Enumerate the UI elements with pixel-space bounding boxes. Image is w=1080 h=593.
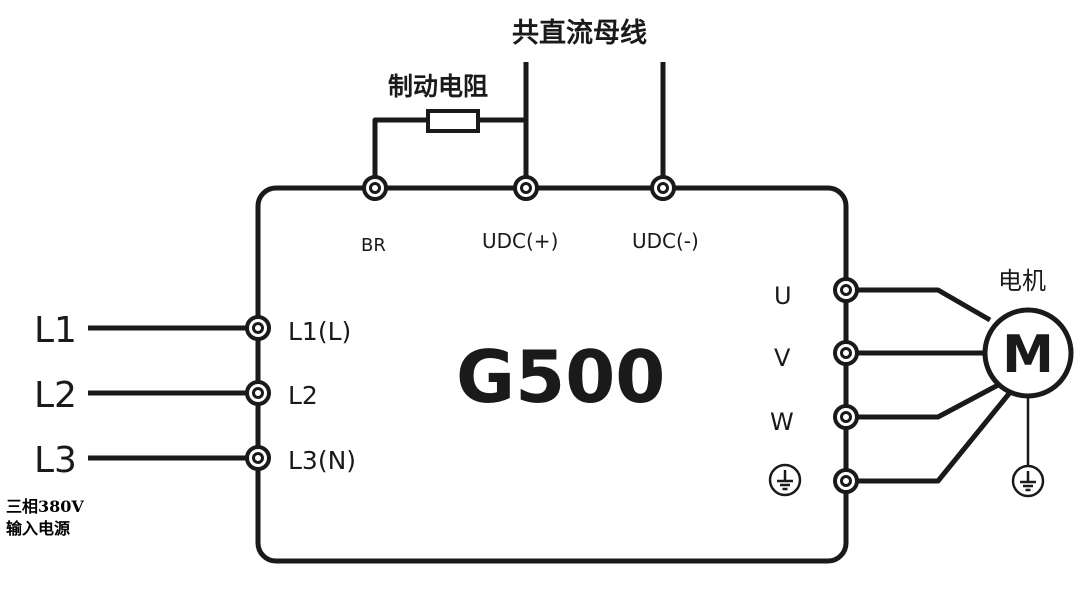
terminal-udc-minus: [650, 175, 676, 201]
terminal-u: [833, 277, 859, 303]
terminal-udc-plus: [513, 175, 539, 201]
output-terminal-u-label: U: [774, 282, 792, 310]
input-line-l3: L3: [34, 440, 77, 481]
terminal-l2: [245, 380, 271, 406]
inverter-body: [255, 185, 849, 564]
motor-label: 电机: [998, 267, 1046, 295]
terminal-pe: [833, 468, 859, 494]
dc-bus-label: 共直流母线: [512, 18, 647, 49]
ground-icon: [768, 463, 802, 497]
terminal-br-label: BR: [361, 235, 386, 256]
brake-resistor-label: 制动电阻: [388, 72, 488, 101]
output-wire-pe: [857, 388, 1014, 484]
output-wire-w: [857, 381, 1002, 420]
terminal-udc-minus-label: UDC(-): [632, 229, 699, 253]
output-terminal-v-label: V: [774, 344, 791, 372]
motor-ground-icon: [1011, 464, 1045, 498]
model-name: G500: [456, 335, 665, 419]
terminal-br: [362, 175, 388, 201]
input-note-line2: 输入电源: [6, 519, 70, 538]
input-terminal-l1-label: L1(L): [288, 317, 351, 346]
terminal-w: [833, 404, 859, 430]
terminal-v: [833, 340, 859, 366]
terminal-l1: [245, 315, 271, 341]
terminal-l3: [245, 445, 271, 471]
input-terminal-l2-label: L2: [288, 381, 318, 410]
output-wire-u: [857, 287, 992, 323]
input-line-l1: L1: [34, 310, 77, 351]
brake-resistor-symbol: [426, 109, 480, 133]
output-terminal-w-label: W: [770, 408, 794, 436]
input-line-l2: L2: [34, 375, 77, 416]
brake-resistor-wire: [372, 117, 526, 188]
input-terminal-l3-label: L3(N): [288, 446, 356, 475]
motor-letter: M: [1002, 325, 1054, 385]
input-note-line1: 三相380V: [6, 497, 84, 516]
terminal-udc-plus-label: UDC(+): [482, 229, 558, 253]
